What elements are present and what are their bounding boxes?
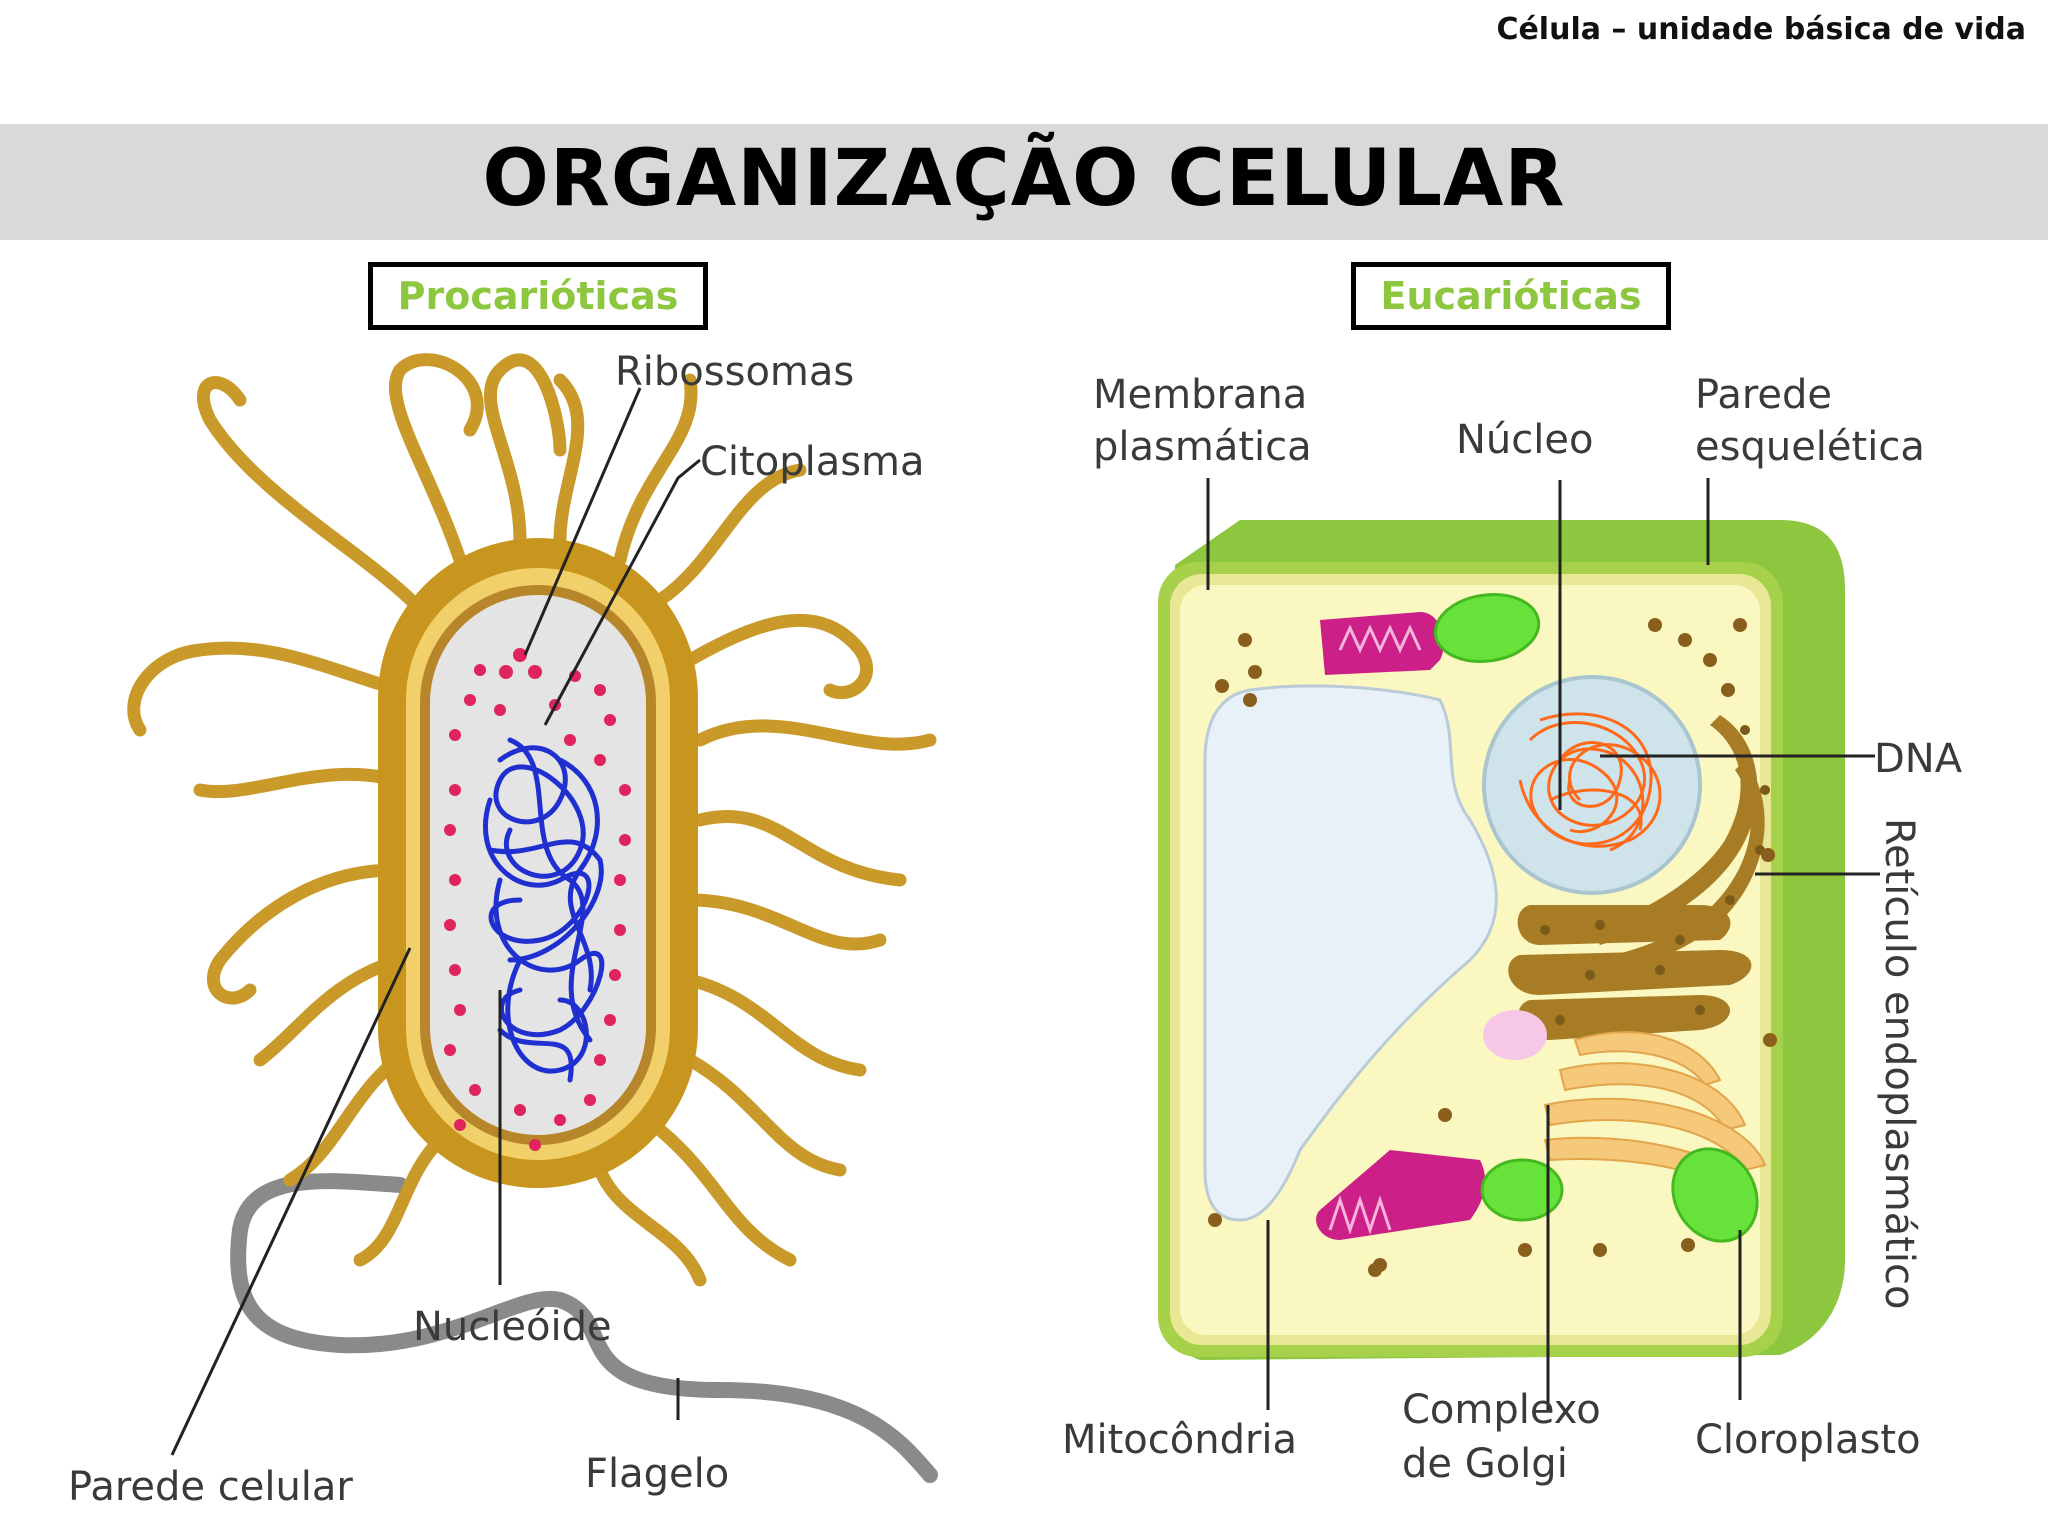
- label-wall-line1: Parede: [1695, 372, 1832, 418]
- section-label-eukaryotic: Eucarióticas: [1351, 262, 1671, 330]
- vesicle: [1483, 1010, 1547, 1060]
- label-membrane-line1: Membrana: [1093, 372, 1307, 418]
- label-chloroplast: Cloroplasto: [1695, 1417, 1921, 1463]
- label-wall-line2: esquelética: [1695, 424, 1925, 470]
- cytoplasm-granules: [1208, 618, 1777, 1277]
- prokaryotic-cell: Ribossomas Citoplasma Nucleóide Parede c…: [68, 349, 938, 1510]
- header-subtitle: Célula – unidade básica de vida: [1496, 12, 2026, 47]
- label-flagellum: Flagelo: [585, 1451, 729, 1497]
- er-ribosomes: [1540, 725, 1770, 1025]
- page-title: ORGANIZAÇÃO CELULAR: [482, 134, 1566, 224]
- label-membrane-line2: plasmática: [1093, 424, 1312, 470]
- vacuole: [1203, 684, 1498, 1222]
- label-cytoplasm: Citoplasma: [700, 439, 925, 485]
- prokaryotic-leaders: [170, 387, 701, 1456]
- eukaryotic-cell: Membrana plasmática Núcleo Parede esquel…: [1062, 372, 1963, 1487]
- chloroplasts: [1433, 593, 1759, 1243]
- pili: [127, 353, 937, 1287]
- ribosomes: [444, 648, 631, 1151]
- eukaryotic-leaders: [1206, 478, 1880, 1410]
- label-dna: DNA: [1874, 736, 1963, 782]
- nucleus: [1482, 675, 1702, 895]
- mitochondria: [1316, 612, 1486, 1240]
- endoplasmic-reticulum: [1508, 715, 1765, 1040]
- dna: [1518, 712, 1662, 852]
- flagellum: [230, 1173, 938, 1483]
- section-label-prokaryotic: Procarióticas: [368, 262, 708, 330]
- title-band: [0, 124, 2048, 240]
- golgi-apparatus: [1543, 1031, 1767, 1197]
- nucleoid: [482, 737, 605, 1083]
- label-golgi-line1: Complexo: [1402, 1387, 1601, 1433]
- label-cell-wall: Parede celular: [68, 1464, 353, 1510]
- label-mitochondria: Mitocôndria: [1062, 1417, 1297, 1463]
- label-ribosomes: Ribossomas: [615, 349, 854, 395]
- label-golgi-line2: de Golgi: [1402, 1441, 1568, 1487]
- label-nucleus: Núcleo: [1456, 417, 1593, 463]
- label-er: Retículo endoplasmático: [1876, 818, 1922, 1309]
- label-nucleoid: Nucleóide: [413, 1304, 612, 1350]
